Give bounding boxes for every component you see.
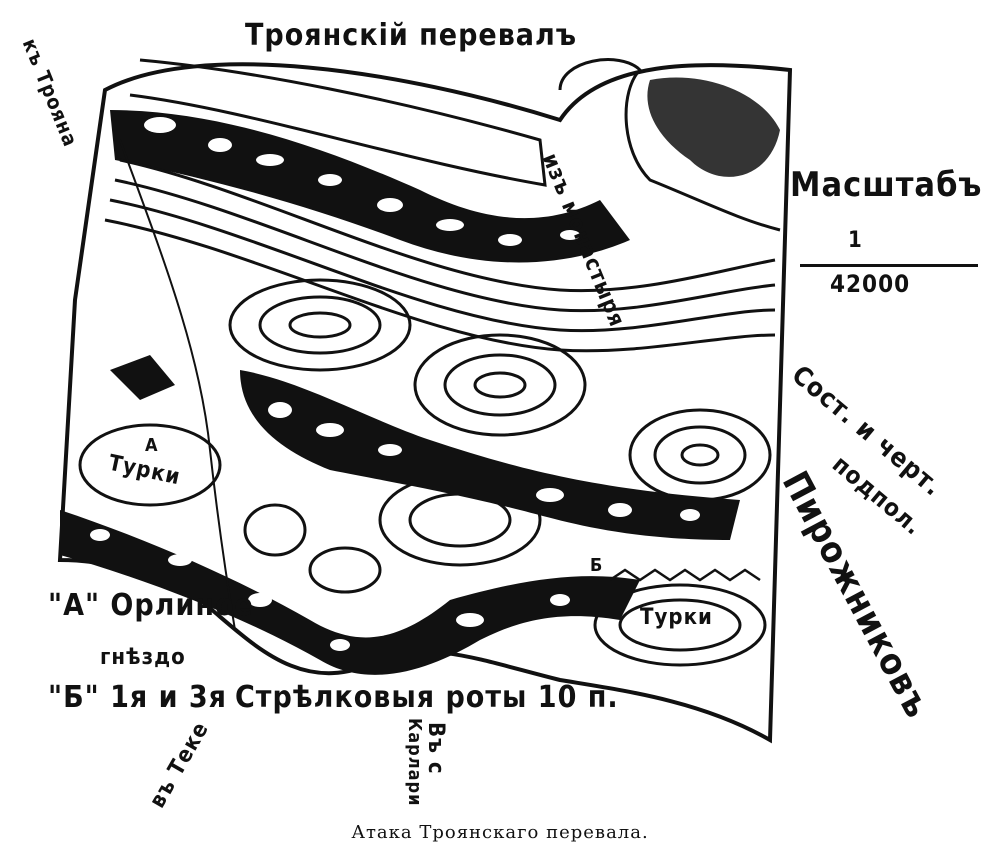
figure-caption: Атака Троянскаго перевала. (351, 822, 649, 843)
forest-patch (647, 77, 780, 177)
scale-numerator: 1 (848, 228, 863, 253)
rocky-ridge-middle (240, 370, 740, 540)
scale-denominator: 42000 (830, 270, 911, 298)
legend-b: "Б" 1я и 3я (48, 680, 227, 715)
map-title: Троянскій перевалъ (245, 18, 578, 53)
legend-a: "А" Орлиное (48, 588, 254, 623)
turks-label-b: Турки (640, 605, 713, 630)
scale-label: Масштабъ (790, 165, 983, 205)
rocky-ridge-top (110, 110, 630, 263)
scale-divider (800, 264, 978, 267)
label-to-karlari-1: Въ с (423, 722, 448, 775)
marker-a: А (145, 435, 159, 456)
legend-a-cont: гнѣздо (100, 645, 186, 670)
rocky-ridge-bottom (60, 510, 640, 675)
contour-lines-upper (104, 58, 781, 353)
marker-b: Б (590, 555, 604, 576)
trench-line (609, 568, 761, 582)
legend-b-cont: Стрѣлковыя роты 10 п. (235, 680, 619, 715)
label-to-karlari-2: Карлари (404, 718, 425, 807)
road-to-teke (119, 139, 236, 631)
rock-outcrop (110, 355, 175, 400)
